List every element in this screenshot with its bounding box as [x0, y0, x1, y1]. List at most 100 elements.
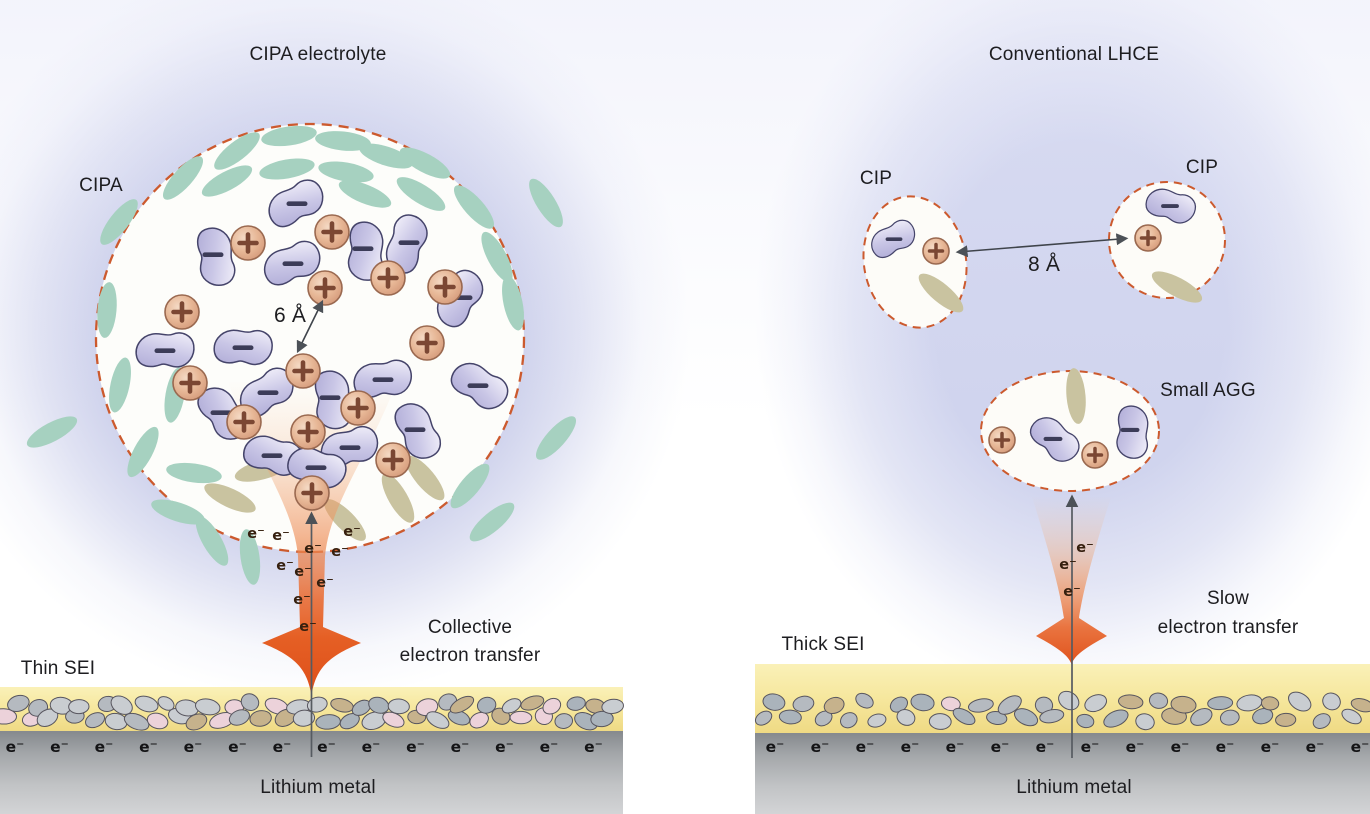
solvent-ellipse — [166, 462, 222, 484]
solvent-ellipse — [535, 416, 577, 460]
plus-sign — [179, 372, 201, 394]
distance-label-8A: 8 Å — [1027, 253, 1061, 276]
distance-label-6A: 6 Å — [273, 304, 307, 327]
minus-sign — [1161, 204, 1179, 208]
minus-sign — [1120, 427, 1140, 432]
right-clusters — [862, 181, 1226, 492]
solvent-ellipse — [315, 131, 371, 151]
solvent-ellipse — [318, 161, 374, 183]
sei-pebble — [7, 694, 30, 713]
electron-label: e⁻ — [183, 738, 203, 756]
sei-pebble — [1275, 712, 1297, 727]
cation-ion — [988, 426, 1016, 454]
electron-label: e⁻ — [855, 738, 875, 756]
electron-label: e⁻ — [1125, 738, 1145, 756]
sei-pebble — [986, 710, 1008, 726]
electron-label: e⁻ — [50, 738, 69, 756]
solvent-ellipse — [918, 273, 964, 313]
sei-pebble — [1013, 708, 1039, 727]
sei-pebble — [910, 693, 935, 712]
right-panel-title: Conventional LHCE — [988, 44, 1160, 65]
left-lithium-metal-label: Lithium metal — [260, 777, 376, 798]
minus-sign — [282, 261, 304, 266]
solvent-ellipse — [381, 473, 415, 523]
sei-pebble — [1148, 692, 1169, 709]
solvent-ellipse — [201, 165, 253, 197]
sei-pebble — [778, 709, 802, 725]
minus-sign — [210, 410, 232, 415]
electron-label: e⁻ — [945, 738, 965, 756]
anion-molecule — [450, 362, 509, 410]
solvent-ellipse — [109, 357, 131, 413]
electron-label: e⁻ — [94, 738, 114, 756]
sei-pebble — [110, 695, 133, 715]
anion-body — [347, 221, 384, 281]
sei-pebble — [249, 710, 272, 727]
sei-pebble — [542, 697, 562, 715]
electron-label: e⁻ — [1305, 738, 1325, 756]
electron-label: e⁻ — [272, 738, 292, 756]
plus-sign — [314, 277, 336, 299]
sei-pebble — [292, 709, 316, 727]
anion-body — [1116, 405, 1149, 459]
electron-label: e⁻ — [765, 738, 785, 756]
electron-label: e⁻ — [1260, 738, 1280, 756]
plus-sign — [237, 232, 259, 254]
sei-pebble — [896, 709, 916, 726]
plus-sign — [927, 242, 945, 260]
electron-label: e⁻ — [247, 526, 265, 542]
small-agg-cluster — [980, 368, 1160, 492]
anion-molecule — [1116, 405, 1149, 459]
sei-pebble — [1170, 695, 1197, 714]
anion-molecule — [135, 332, 195, 368]
plus-sign — [993, 431, 1011, 449]
left-anion-molecules — [135, 179, 509, 489]
sei-pebble — [967, 698, 994, 713]
sei-pebble — [520, 695, 545, 711]
sei-pebble — [134, 695, 159, 713]
anion-molecule — [196, 227, 236, 286]
cation-ion — [314, 214, 350, 250]
minus-sign — [286, 201, 308, 206]
sei-pebble — [0, 708, 17, 725]
sei-pebble — [339, 712, 360, 730]
left-panel-title: CIPA electrolyte — [249, 44, 387, 65]
solvent-ellipse — [204, 483, 256, 513]
plus-sign — [416, 332, 438, 354]
minus-sign — [154, 348, 176, 353]
cip-cluster — [1108, 181, 1226, 303]
electron-label: e⁻ — [293, 592, 311, 608]
electron-label: e⁻ — [331, 544, 349, 560]
plus-sign — [171, 301, 193, 323]
sei-pebble — [554, 713, 574, 729]
sei-pebble — [855, 692, 874, 709]
solvent-ellipse — [529, 178, 563, 228]
cip-cluster — [862, 195, 968, 329]
thin-sei-label: Thin SEI — [20, 658, 96, 679]
sei-pebble — [1260, 696, 1280, 711]
solvent-ellipse — [450, 463, 490, 509]
minus-sign — [1043, 436, 1063, 441]
solvent-ellipse — [239, 529, 261, 585]
solvent-ellipse — [151, 499, 205, 525]
cation-ion — [370, 260, 406, 296]
minus-sign — [261, 453, 283, 458]
solvent-ellipse — [261, 125, 317, 147]
solvent-ellipse — [1066, 368, 1086, 424]
electron-label: e⁻ — [406, 738, 425, 756]
sei-pebble — [449, 695, 475, 714]
solvent-ellipse — [259, 158, 315, 180]
sei-pebble — [1034, 696, 1054, 714]
right-lithium-metal-label: Lithium metal — [1016, 777, 1132, 798]
electron-label: e⁻ — [810, 738, 830, 756]
electron-label: e⁻ — [343, 524, 361, 540]
cation-ion — [922, 237, 950, 265]
sei-pebble — [1350, 698, 1370, 713]
cation-ion — [294, 475, 330, 511]
sei-pebble — [867, 713, 887, 728]
sei-pebble — [387, 698, 410, 715]
cation-ion — [172, 365, 208, 401]
sei-pebble — [157, 696, 175, 711]
